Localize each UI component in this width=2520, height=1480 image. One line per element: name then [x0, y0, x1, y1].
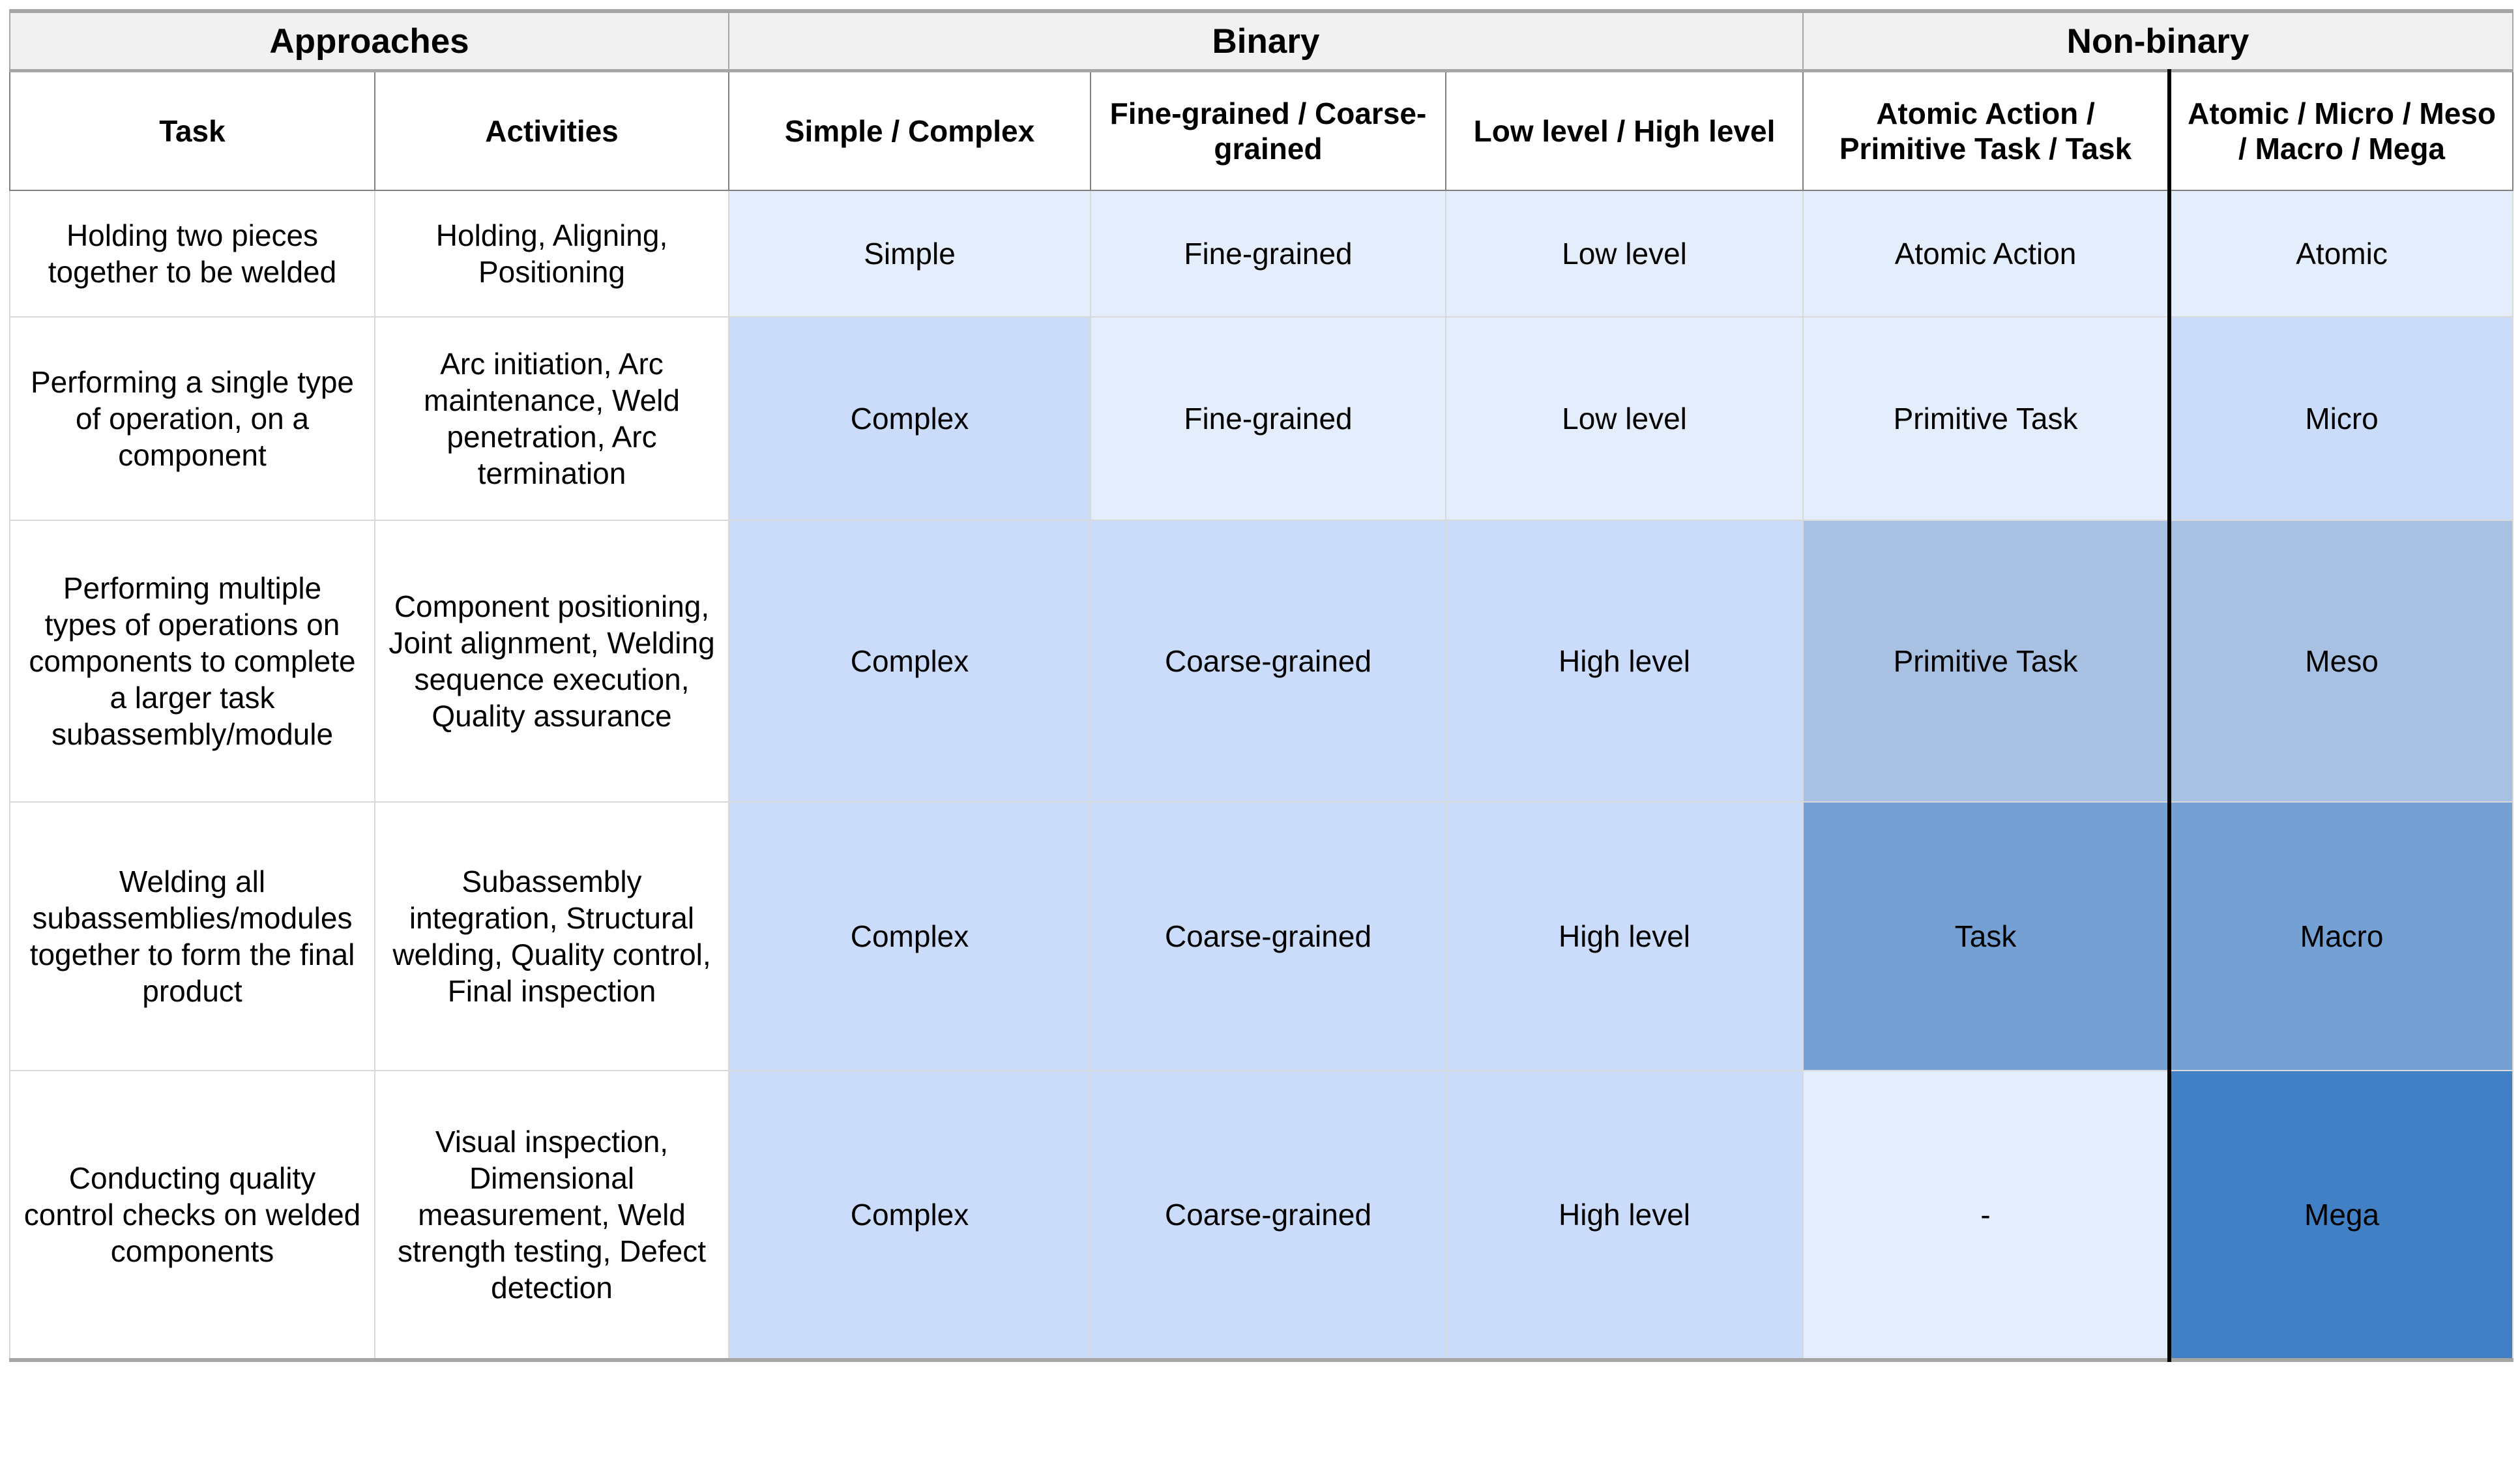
cell-task: Welding all subassemblies/modules togeth…: [9, 801, 375, 1071]
cell-level: High level: [1444, 520, 1804, 803]
cell-level: Low level: [1444, 190, 1804, 318]
cell-level: Low level: [1444, 316, 1804, 521]
column-header-low-high-level: Low level / High level: [1444, 70, 1804, 191]
column-header-simple-complex: Simple / Complex: [728, 70, 1091, 191]
column-header-atomic-action-primitive-task-task: Atomic Action / Primitive Task / Task: [1802, 70, 2171, 191]
cell-level: High level: [1444, 801, 1804, 1071]
group-header-approaches: Approaches: [9, 9, 729, 72]
approaches-comparison-table: Approaches Binary Non-binary Task Activi…: [9, 9, 2514, 1362]
column-header-atomic-micro-meso-macro-mega: Atomic / Micro / Meso / Macro / Mega: [2167, 70, 2514, 191]
cell-grain: Coarse-grained: [1090, 520, 1446, 803]
table-row: Conducting quality control checks on wel…: [9, 1070, 2514, 1361]
cell-task: Conducting quality control checks on wel…: [9, 1070, 375, 1361]
cell-scale: Atomic: [2167, 190, 2514, 318]
cell-simple-complex: Complex: [728, 1070, 1091, 1361]
cell-activities: Arc initiation, Arc maintenance, Weld pe…: [374, 316, 729, 521]
group-header-non-binary: Non-binary: [1802, 9, 2514, 72]
cell-task: Performing multiple types of operations …: [9, 520, 375, 803]
table-row: Holding two pieces together to be welded…: [9, 190, 2514, 318]
cell-atomic-primitive-task: Primitive Task: [1802, 520, 2171, 803]
column-header-task: Task: [9, 70, 375, 191]
cell-atomic-primitive-task: Primitive Task: [1802, 316, 2171, 521]
cell-level: High level: [1444, 1070, 1804, 1361]
cell-activities: Holding, Aligning, Positioning: [374, 190, 729, 318]
cell-task: Performing a single type of operation, o…: [9, 316, 375, 521]
cell-scale: Meso: [2167, 520, 2514, 803]
cell-grain: Fine-grained: [1090, 316, 1446, 521]
cell-activities: Subassembly integration, Structural weld…: [374, 801, 729, 1071]
table-row: Performing multiple types of operations …: [9, 520, 2514, 803]
group-header-row: Approaches Binary Non-binary: [9, 9, 2514, 72]
cell-task: Holding two pieces together to be welded: [9, 190, 375, 318]
cell-atomic-primitive-task: Atomic Action: [1802, 190, 2171, 318]
cell-atomic-primitive-task: Task: [1802, 801, 2171, 1071]
cell-simple-complex: Complex: [728, 801, 1091, 1071]
column-header-row: Task Activities Simple / Complex Fine-gr…: [9, 70, 2514, 191]
cell-activities: Visual inspection, Dimensional measureme…: [374, 1070, 729, 1361]
cell-grain: Coarse-grained: [1090, 801, 1446, 1071]
cell-scale: Mega: [2167, 1070, 2514, 1361]
table-row: Welding all subassemblies/modules togeth…: [9, 801, 2514, 1071]
cell-grain: Coarse-grained: [1090, 1070, 1446, 1361]
cell-atomic-primitive-task: -: [1802, 1070, 2171, 1361]
cell-grain: Fine-grained: [1090, 190, 1446, 318]
cell-simple-complex: Complex: [728, 520, 1091, 803]
cell-activities: Component positioning, Joint alignment, …: [374, 520, 729, 803]
cell-simple-complex: Complex: [728, 316, 1091, 521]
column-header-activities: Activities: [374, 70, 729, 191]
cell-scale: Micro: [2167, 316, 2514, 521]
column-header-fine-coarse-grained: Fine-grained / Coarse-grained: [1090, 70, 1446, 191]
group-header-binary: Binary: [727, 9, 1804, 72]
cell-simple-complex: Simple: [728, 190, 1091, 318]
cell-scale: Macro: [2167, 801, 2514, 1071]
table-container: Approaches Binary Non-binary Task Activi…: [9, 9, 2514, 1362]
table-row: Performing a single type of operation, o…: [9, 316, 2514, 521]
